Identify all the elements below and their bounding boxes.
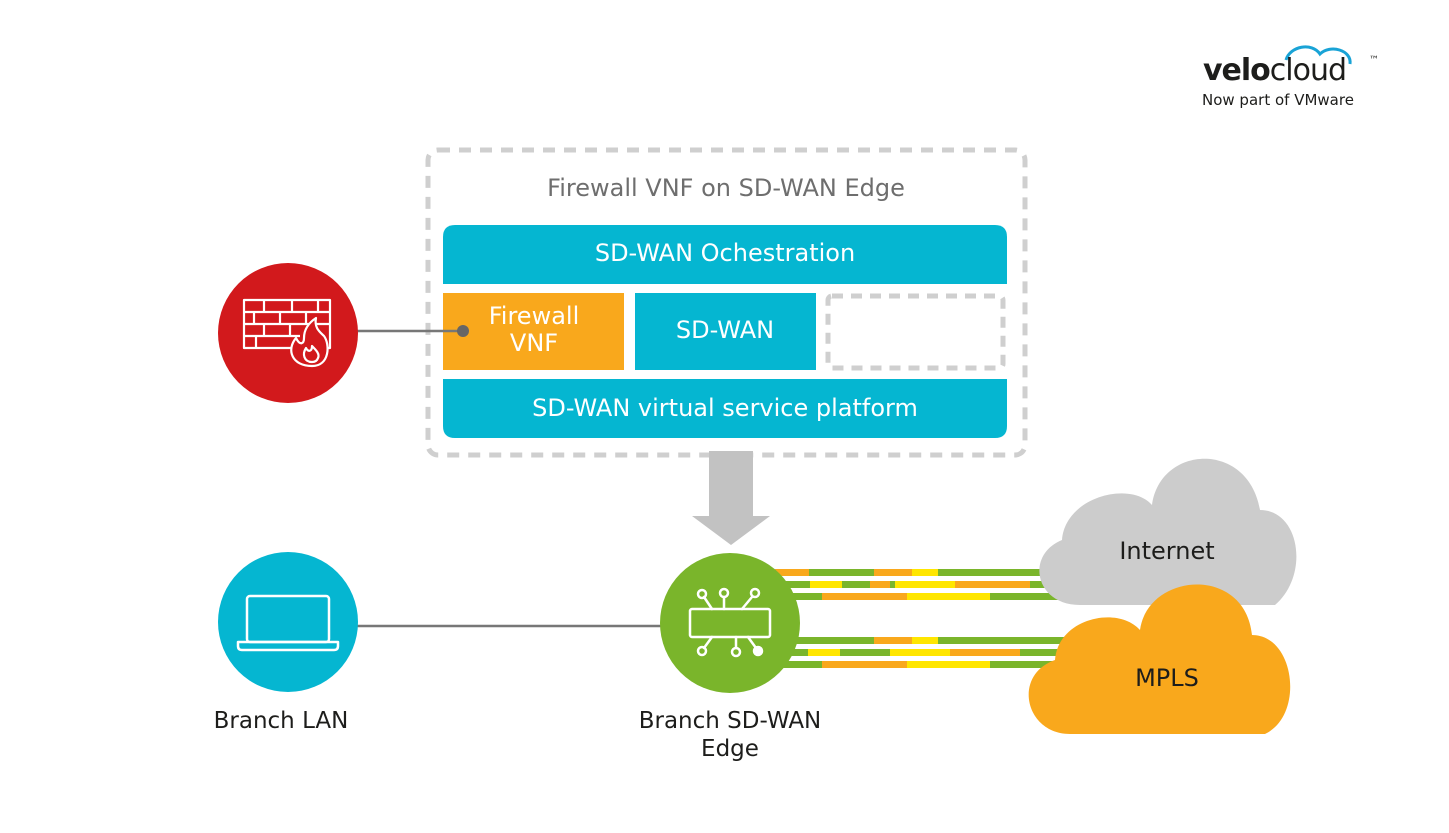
logo-tagline: Now part of VMware — [1202, 91, 1354, 109]
orchestration-bar — [443, 225, 1007, 284]
empty-vnf-slot — [825, 293, 1006, 371]
firewall-connector-dot — [457, 325, 469, 337]
internet-label: Internet — [1119, 537, 1214, 565]
firewall-vnf-label-line1: Firewall — [489, 302, 580, 330]
logo-cloud-arc — [1284, 45, 1352, 65]
branch-lan-circle — [218, 552, 358, 692]
firewall-circle — [218, 263, 358, 403]
platform-label: SD-WAN virtual service platform — [532, 394, 918, 422]
logo-cloud-text: cloud — [1270, 53, 1346, 88]
svg-text:velocloud: velocloud — [1203, 53, 1346, 88]
logo-velo-text: velo — [1203, 53, 1270, 88]
arrow-down-icon — [692, 451, 770, 545]
internet-transport-lines — [775, 569, 1060, 600]
sdwan-label: SD-WAN — [676, 316, 774, 344]
branch-edge-circle — [660, 553, 800, 693]
firewall-flame-icon — [242, 298, 332, 368]
mpls-transport-lines — [775, 637, 1085, 668]
branch-edge-label-line1: Branch SD-WAN — [639, 708, 822, 734]
firewall-vnf-block — [443, 293, 624, 370]
branch-edge-label-line2: Edge — [701, 736, 759, 762]
internet-cloud — [1039, 458, 1297, 605]
firewall-vnf-label-line2: VNF — [510, 329, 558, 357]
orchestration-label: SD-WAN Ochestration — [595, 239, 855, 267]
mpls-label: MPLS — [1135, 664, 1199, 692]
edge-box-title: Firewall VNF on SD-WAN Edge — [547, 174, 905, 202]
mpls-cloud — [1028, 584, 1291, 734]
platform-bar — [443, 379, 1007, 438]
sdwan-block — [635, 293, 816, 370]
branch-lan-label: Branch LAN — [214, 708, 349, 734]
laptop-icon — [236, 594, 340, 652]
circuit-chip-icon — [688, 587, 772, 658]
velocloud-logo: velocloud ™ Now part of VMware — [1202, 45, 1379, 109]
logo-trademark: ™ — [1369, 55, 1379, 66]
